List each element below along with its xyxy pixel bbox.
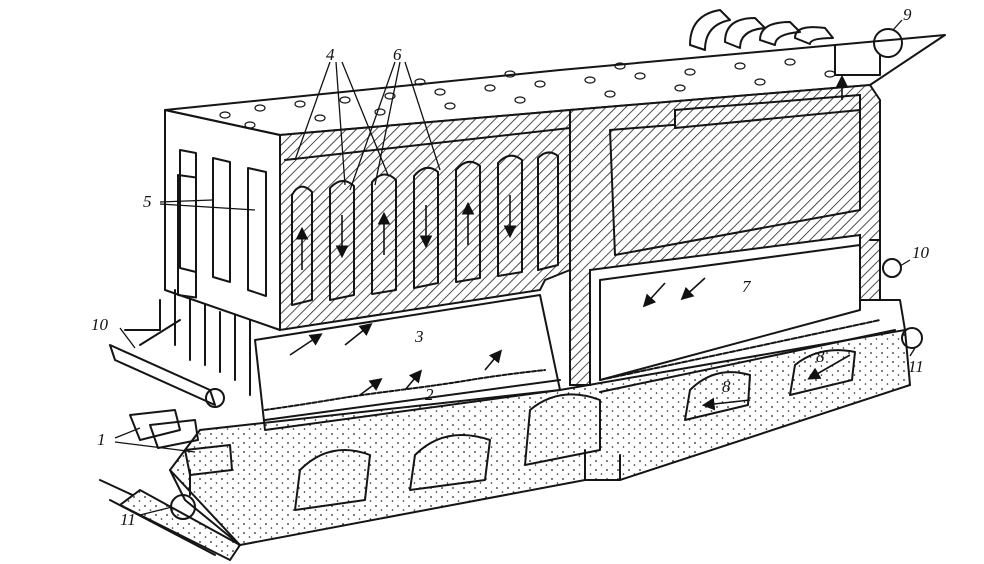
heating-chamber	[279, 108, 571, 332]
gas-header-top	[689, 9, 903, 100]
right-chamber	[569, 83, 881, 386]
flue-arches-left	[294, 393, 601, 511]
label-5: 5	[143, 192, 152, 211]
label-9: 9	[903, 5, 912, 24]
label-11-right: 11	[908, 357, 924, 376]
label-7: 7	[742, 277, 752, 296]
foundation	[99, 328, 912, 562]
leader-lines	[114, 19, 916, 516]
right-grate	[599, 277, 896, 411]
firebox	[254, 294, 561, 431]
label-4: 4	[326, 45, 335, 64]
label-6: 6	[393, 45, 402, 64]
flue-arches-right	[684, 349, 856, 421]
label-11-left: 11	[120, 510, 136, 529]
label-3: 3	[414, 327, 424, 346]
label-8-right: 8	[816, 347, 825, 366]
left-front-face	[164, 109, 281, 331]
label-8-left: 8	[722, 377, 731, 396]
label-10-left: 10	[91, 315, 109, 334]
label-1: 1	[97, 430, 106, 449]
left-burners	[109, 289, 251, 520]
callout-labels: 1 2 3 4 5 6 7 8 8 9 10 10 11 11	[91, 5, 930, 529]
label-10-right: 10	[912, 243, 930, 262]
label-2: 2	[425, 385, 434, 404]
right-manifolds	[869, 239, 923, 349]
